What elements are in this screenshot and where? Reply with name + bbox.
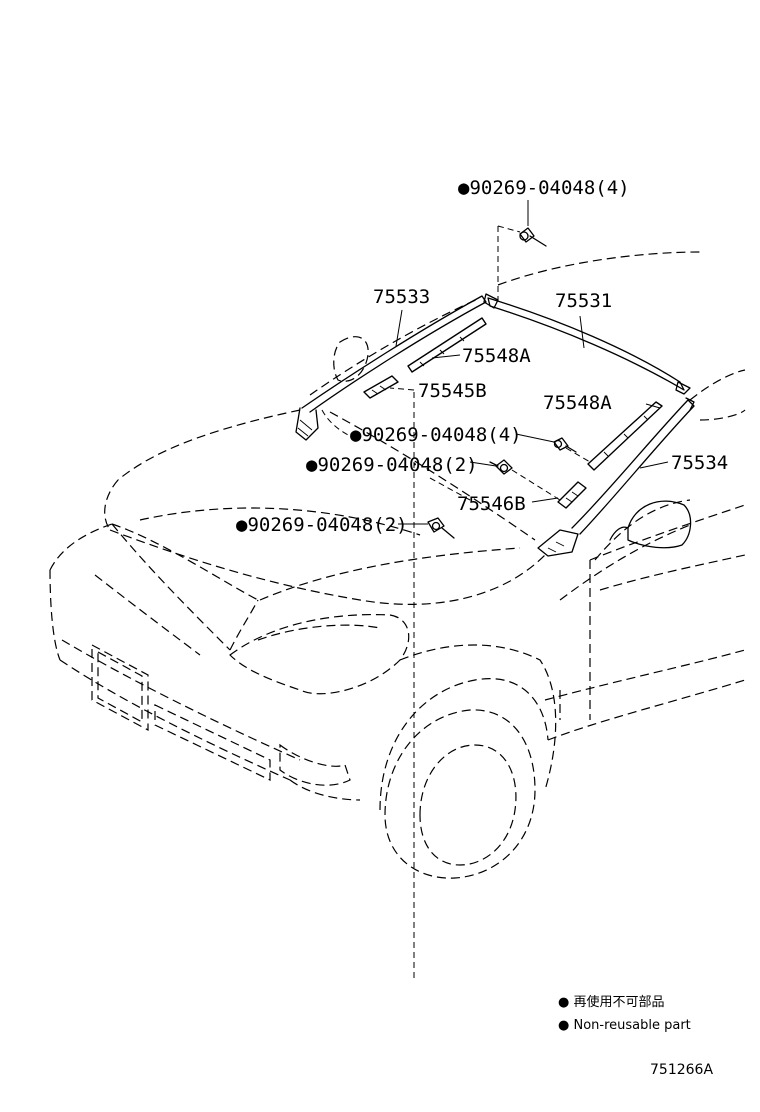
side-mirror	[609, 500, 692, 549]
leader-lines	[321, 200, 669, 980]
part-75546B-bracket	[557, 481, 587, 509]
part-75545B-bracket	[363, 375, 399, 399]
callout-clip-bottom: ●90269-04048(2)	[236, 514, 408, 536]
callout-clip-right: ●90269-04048(4)	[350, 424, 522, 446]
callout-clip-top: ●90269-04048(4)	[458, 177, 630, 199]
rivet-clip-right	[553, 437, 577, 453]
callout-75546B: 75546B	[457, 493, 526, 515]
part-75548A-clip-upper	[407, 317, 487, 373]
part-75533-moulding-left	[295, 295, 487, 441]
car-body-outline	[49, 251, 746, 879]
part-75548A-clip-right	[587, 401, 663, 471]
rivet-clip-middle	[489, 459, 513, 475]
figure-code: 751266A	[650, 1062, 713, 1078]
callout-clip-middle: ●90269-04048(2)	[306, 454, 478, 476]
part-75531-roof-moulding	[483, 293, 691, 395]
part-75534-moulding-right	[537, 397, 695, 557]
callout-75545B: 75545B	[418, 380, 487, 402]
legend-english: ● Non-reusable part	[558, 1018, 691, 1033]
callout-75531: 75531	[555, 290, 612, 312]
rivet-clip-bottom	[427, 517, 455, 539]
callout-75548A-right: 75548A	[543, 392, 612, 414]
callout-75548A-upper: 75548A	[462, 345, 531, 367]
callout-75533: 75533	[373, 286, 430, 308]
callout-75534: 75534	[671, 452, 728, 474]
legend-japanese: ● 再使用不可部品	[558, 994, 664, 1010]
rivet-clip-top	[519, 227, 547, 247]
